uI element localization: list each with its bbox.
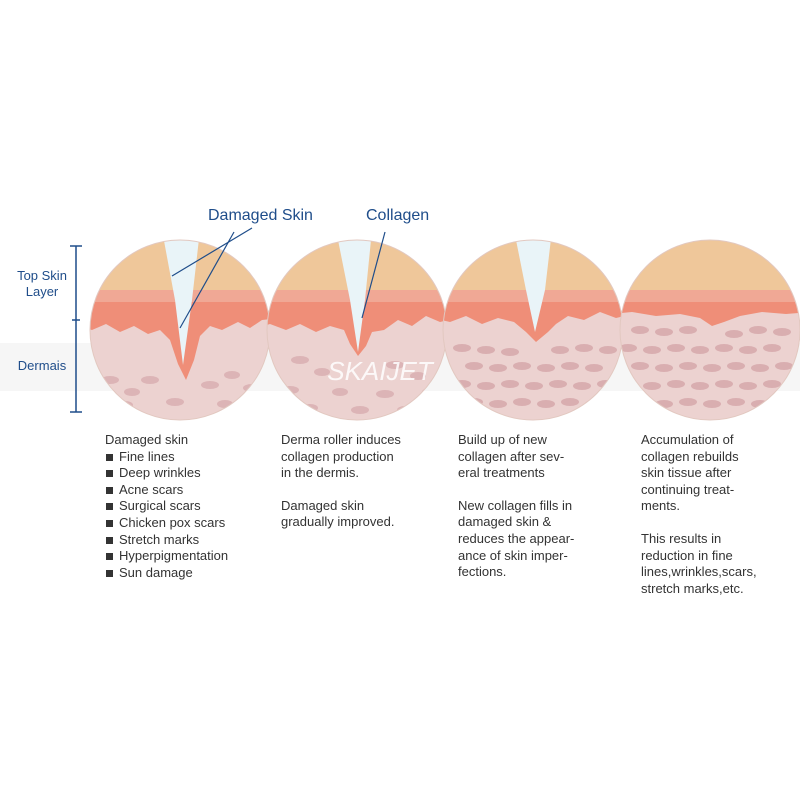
column-accumulation: Accumulation of collagen rebuilds skin t… (641, 432, 791, 597)
column-paragraph: Damaged skin gradually improved. (281, 497, 395, 530)
label-top-skin-layer: Top Skin Layer (17, 268, 67, 299)
column-paragraph: New collagen fills in damaged skin & red… (458, 497, 575, 580)
list-item: Sun damage (105, 565, 270, 582)
list-item: Surgical scars (105, 498, 270, 515)
skin-circle-2 (267, 240, 447, 420)
column-paragraph: Accumulation of collagen rebuilds skin t… (641, 432, 739, 514)
layer-bracket (70, 245, 82, 413)
column-damaged-skin: Damaged skin Fine lines Deep wrinkles Ac… (105, 432, 270, 581)
column-paragraph: This results in reduction in fine lines,… (641, 530, 757, 596)
watermark-text: SKAIJET (327, 356, 435, 386)
list-item: Fine lines (105, 449, 270, 466)
column-paragraph: Derma roller induces collagen production… (281, 432, 401, 481)
label-collagen: Collagen (366, 207, 430, 224)
list-item: Deep wrinkles (105, 465, 270, 482)
column-title: Damaged skin (105, 432, 189, 447)
skin-circle-1 (90, 240, 270, 420)
skin-circle-3 (443, 240, 623, 420)
list-item: Acne scars (105, 482, 270, 499)
column-derma-roller: Derma roller induces collagen production… (281, 432, 431, 531)
callout-lines (171, 227, 386, 329)
label-damaged-skin: Damaged Skin (208, 207, 313, 224)
column-paragraph: Build up of new collagen after sev- eral… (458, 432, 565, 481)
skin-circle-4 (620, 240, 800, 420)
list-item: Chicken pox scars (105, 515, 270, 532)
label-dermis: Dermais (17, 358, 67, 373)
column-build-up: Build up of new collagen after sev- eral… (458, 432, 608, 581)
list-item: Stretch marks (105, 532, 270, 549)
damage-list: Fine lines Deep wrinkles Acne scars Surg… (105, 449, 270, 582)
list-item: Hyperpigmentation (105, 548, 270, 565)
